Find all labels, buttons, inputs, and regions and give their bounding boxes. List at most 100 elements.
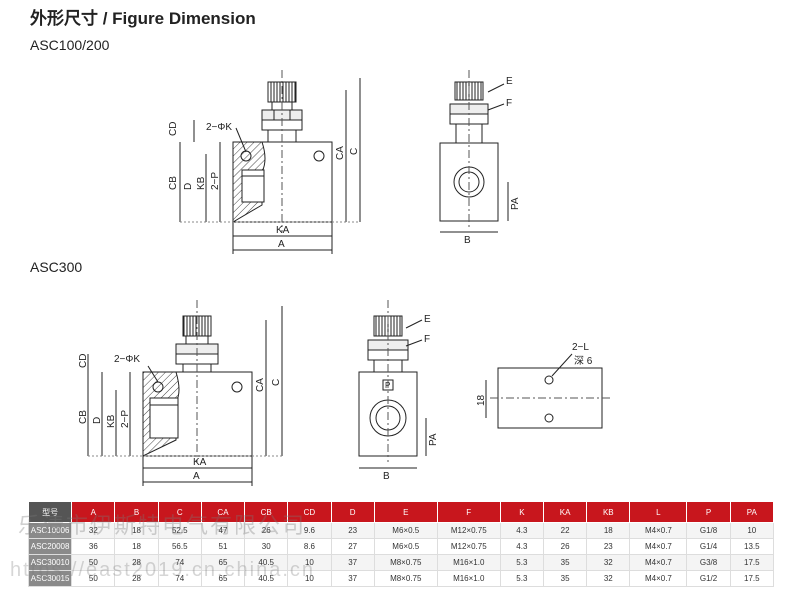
table-cell: 4.3 — [499, 538, 544, 555]
table-cell: M6×0.5 — [373, 522, 438, 539]
asc300-bottom-view — [485, 353, 610, 429]
table-cell: 74 — [157, 554, 202, 571]
table-cell: 8.6 — [287, 538, 332, 555]
table-cell: 10 — [287, 554, 332, 571]
label-2-p-300: 2−P — [120, 410, 131, 428]
table-header: CD — [287, 501, 332, 523]
table-cell: 50 — [71, 570, 116, 587]
label-kb-300: KB — [106, 414, 117, 428]
table-cell: G1/4 — [686, 538, 731, 555]
table-cell: 5.3 — [499, 570, 544, 587]
asc100-side-view — [439, 70, 509, 233]
table-cell: M16×1.0 — [436, 570, 501, 587]
table-header: PA — [729, 501, 775, 523]
label-2-l: 2−L — [572, 342, 589, 353]
page-title: 外形尺寸 / Figure Dimension — [30, 9, 256, 28]
table-cell: 37 — [330, 570, 375, 587]
table-cell: 17.5 — [729, 554, 775, 571]
label-c-300: C — [271, 379, 282, 386]
label-b-300: B — [383, 471, 390, 482]
table-header: CB — [244, 501, 289, 523]
table-header: KB — [586, 501, 631, 523]
section-title-asc300: ASC300 — [30, 259, 83, 275]
table-cell: 4.3 — [499, 522, 544, 539]
table-cell: M4×0.7 — [629, 522, 688, 539]
table-header: CA — [200, 501, 246, 523]
table-header: E — [373, 501, 438, 523]
table-cell: 37 — [330, 554, 375, 571]
table-cell: 50 — [71, 554, 116, 571]
table-header: F — [436, 501, 501, 523]
table-cell: 74 — [157, 570, 202, 587]
label-2-phi-k-300: 2−ΦK — [114, 354, 140, 365]
table-cell: ASC30010 — [27, 554, 73, 571]
label-a-300: A — [193, 471, 200, 482]
label-f: F — [506, 98, 512, 109]
table-cell: M12×0.75 — [436, 522, 501, 539]
asc100-front-view — [179, 70, 361, 254]
label-a: A — [278, 239, 285, 250]
table-cell: ASC30015 — [27, 570, 73, 587]
table-cell: 30 — [244, 538, 289, 555]
table-cell: 27 — [330, 538, 375, 555]
table-cell: 36 — [71, 538, 116, 555]
watermark-url: https://east2019.cn.china.cn — [10, 559, 316, 581]
table-header: D — [330, 501, 375, 523]
asc300-front-view — [87, 300, 283, 486]
table-cell: 26 — [542, 538, 588, 555]
table-cell: ASC10006 — [27, 522, 73, 539]
table-cell: M4×0.7 — [629, 538, 688, 555]
label-cb-300: CB — [78, 410, 89, 424]
table-cell: 23 — [586, 538, 631, 555]
table-cell: 56.5 — [157, 538, 202, 555]
label-depth: 深 6 — [574, 355, 593, 367]
table-cell: 18 — [586, 522, 631, 539]
table-cell: 51 — [200, 538, 246, 555]
dimension-table: 型号 A B C CA CB CD D E F K KA KB L P PA A… — [27, 501, 775, 587]
label-kb: KB — [196, 176, 207, 190]
label-d-300: D — [92, 417, 103, 424]
table-cell: 32 — [586, 570, 631, 587]
table-header-row: 型号 A B C CA CB CD D E F K KA KB L P PA — [27, 501, 775, 523]
label-ka: KA — [276, 225, 290, 236]
table-cell: 65 — [200, 554, 246, 571]
table-cell: 47 — [200, 522, 246, 539]
table-cell: 35 — [542, 570, 588, 587]
label-pa: PA — [510, 197, 521, 210]
table-header: P — [686, 501, 731, 523]
table-cell: 23 — [330, 522, 375, 539]
table-cell: M6×0.5 — [373, 538, 438, 555]
table-cell: M4×0.7 — [629, 570, 688, 587]
table-cell: 28 — [114, 554, 159, 571]
label-e-300: E — [424, 314, 431, 325]
label-f-300: F — [424, 334, 430, 345]
label-c: C — [349, 148, 360, 155]
asc300-side-view — [358, 300, 427, 469]
watermark-company: 乐清市伊斯特电气有限公司 — [18, 513, 307, 538]
label-cb: CB — [168, 176, 179, 190]
label-cd: CD — [168, 122, 179, 136]
label-ca-300: CA — [255, 378, 266, 392]
table-cell: 40.5 — [244, 554, 289, 571]
dimension-drawing: 2−ΦK CD CB D KB 2−P KA A CA C E F B PA — [78, 70, 610, 486]
table-header: 型号 — [27, 501, 73, 523]
table-cell: 28 — [114, 570, 159, 587]
table-cell: G1/2 — [686, 570, 731, 587]
table-cell: 13.5 — [729, 538, 775, 555]
table-cell: M16×1.0 — [436, 554, 501, 571]
table-cell: 10 — [729, 522, 775, 539]
table-cell: 65 — [200, 570, 246, 587]
table-cell: 22 — [542, 522, 588, 539]
section-title-asc100-200: ASC100/200 — [30, 37, 110, 53]
table-cell: 26 — [244, 522, 289, 539]
table-cell: G3/8 — [686, 554, 731, 571]
port-mark: P — [385, 381, 390, 390]
table-cell: G1/8 — [686, 522, 731, 539]
label-cd-300: CD — [78, 354, 89, 368]
label-2-phi-k: 2−ΦK — [206, 122, 232, 133]
table-cell: 32 — [586, 554, 631, 571]
